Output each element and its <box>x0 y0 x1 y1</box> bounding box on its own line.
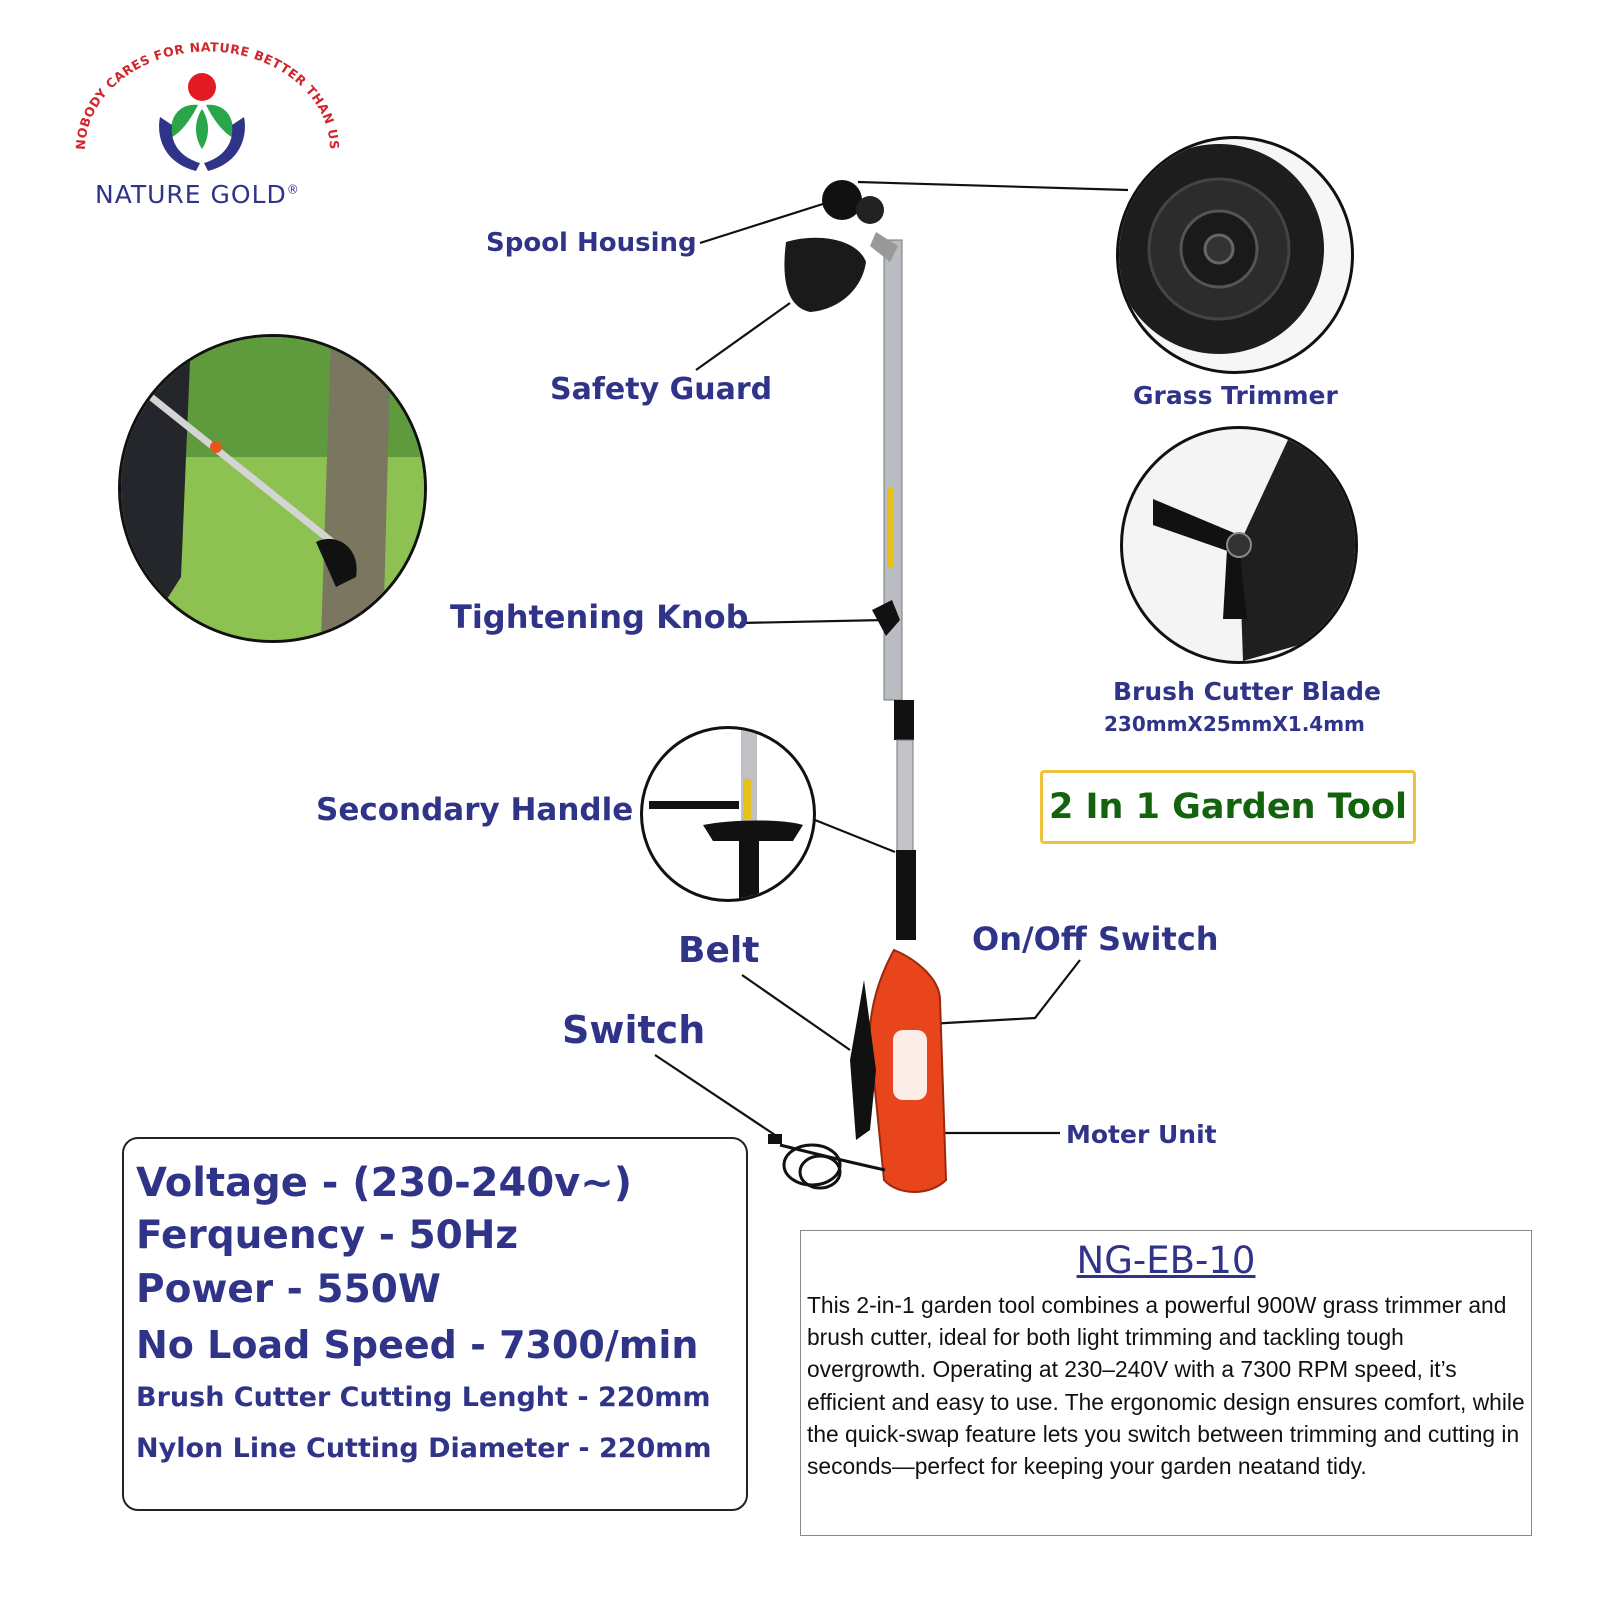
grass-trimmer-photo <box>1116 136 1354 374</box>
safety-guard-label: Safety Guard <box>550 372 773 407</box>
in-use-photo <box>118 334 427 643</box>
pole-grip <box>894 700 914 740</box>
head-joint <box>870 232 898 262</box>
brush-cutter-blade-label: Brush Cutter Blade <box>1113 677 1381 706</box>
spool-housing-shape <box>822 180 862 220</box>
callout-lines <box>654 180 1129 1136</box>
moter-unit-label: Moter Unit <box>1066 1120 1217 1149</box>
secondary-handle-label: Secondary Handle <box>316 792 634 828</box>
tightening-knob-shape <box>872 600 900 636</box>
logo-emblem: "NOBODY CARES FOR NATURE BETTER THAN US" <box>26 13 342 171</box>
grass-trimmer-label: Grass Trimmer <box>1133 381 1338 410</box>
motor-unit-shape <box>868 948 948 1193</box>
plug-shape <box>768 1134 782 1144</box>
brush-cutter-photo <box>1120 426 1358 664</box>
switch-label: Switch <box>562 1008 706 1052</box>
blade-size-label: 230mmX25mmX1.4mm <box>1104 712 1365 736</box>
belt-label: Belt <box>678 930 760 971</box>
spec-no-load-speed: No Load Speed - 7300/min <box>136 1323 699 1367</box>
product-description-box: NG-EB-10 This 2-in-1 garden tool combine… <box>800 1230 1532 1536</box>
spec-voltage: Voltage - (230-240v~) <box>136 1160 633 1206</box>
spool-housing-label: Spool Housing <box>486 228 697 258</box>
brand-name: NATURE GOLD® <box>95 180 300 209</box>
product-description: This 2-in-1 garden tool combines a power… <box>807 1292 1525 1480</box>
brand-tagline: "NOBODY CARES FOR NATURE BETTER THAN US" <box>26 13 341 150</box>
badge-text: 2 In 1 Garden Tool <box>1048 787 1407 827</box>
spec-nylon-line-diameter: Nylon Line Cutting Diameter - 220mm <box>136 1433 712 1464</box>
model-number: NG-EB-10 <box>1076 1239 1256 1282</box>
brand-name-text: NATURE GOLD <box>95 180 287 209</box>
power-cord <box>779 1143 886 1190</box>
on-off-switch-label: On/Off Switch <box>972 920 1219 958</box>
registered-mark: ® <box>286 182 300 197</box>
two-in-one-badge: 2 In 1 Garden Tool <box>1040 770 1416 844</box>
trimmer-pole <box>883 239 903 701</box>
spec-brush-cutter-length: Brush Cutter Cutting Lenght - 220mm <box>136 1382 711 1413</box>
specs-box: Voltage - (230-240v~) Ferquency - 50Hz P… <box>122 1137 748 1511</box>
safety-guard-shape <box>784 237 866 312</box>
secondary-handle-photo <box>640 726 816 902</box>
lower-grip <box>896 850 916 940</box>
tightening-knob-label: Tightening Knob <box>450 598 749 636</box>
lower-pole <box>896 739 914 891</box>
svg-text:"NOBODY CARES FOR NATURE BETTE: "NOBODY CARES FOR NATURE BETTER THAN US" <box>30 25 342 150</box>
brand-logo: "NOBODY CARES FOR NATURE BETTER THAN US" <box>26 13 370 225</box>
pole-sticker <box>887 487 893 567</box>
belt-shape <box>850 980 876 1140</box>
spec-frequency: Ferquency - 50Hz <box>136 1213 519 1258</box>
spec-power: Power - 550W <box>136 1267 441 1312</box>
